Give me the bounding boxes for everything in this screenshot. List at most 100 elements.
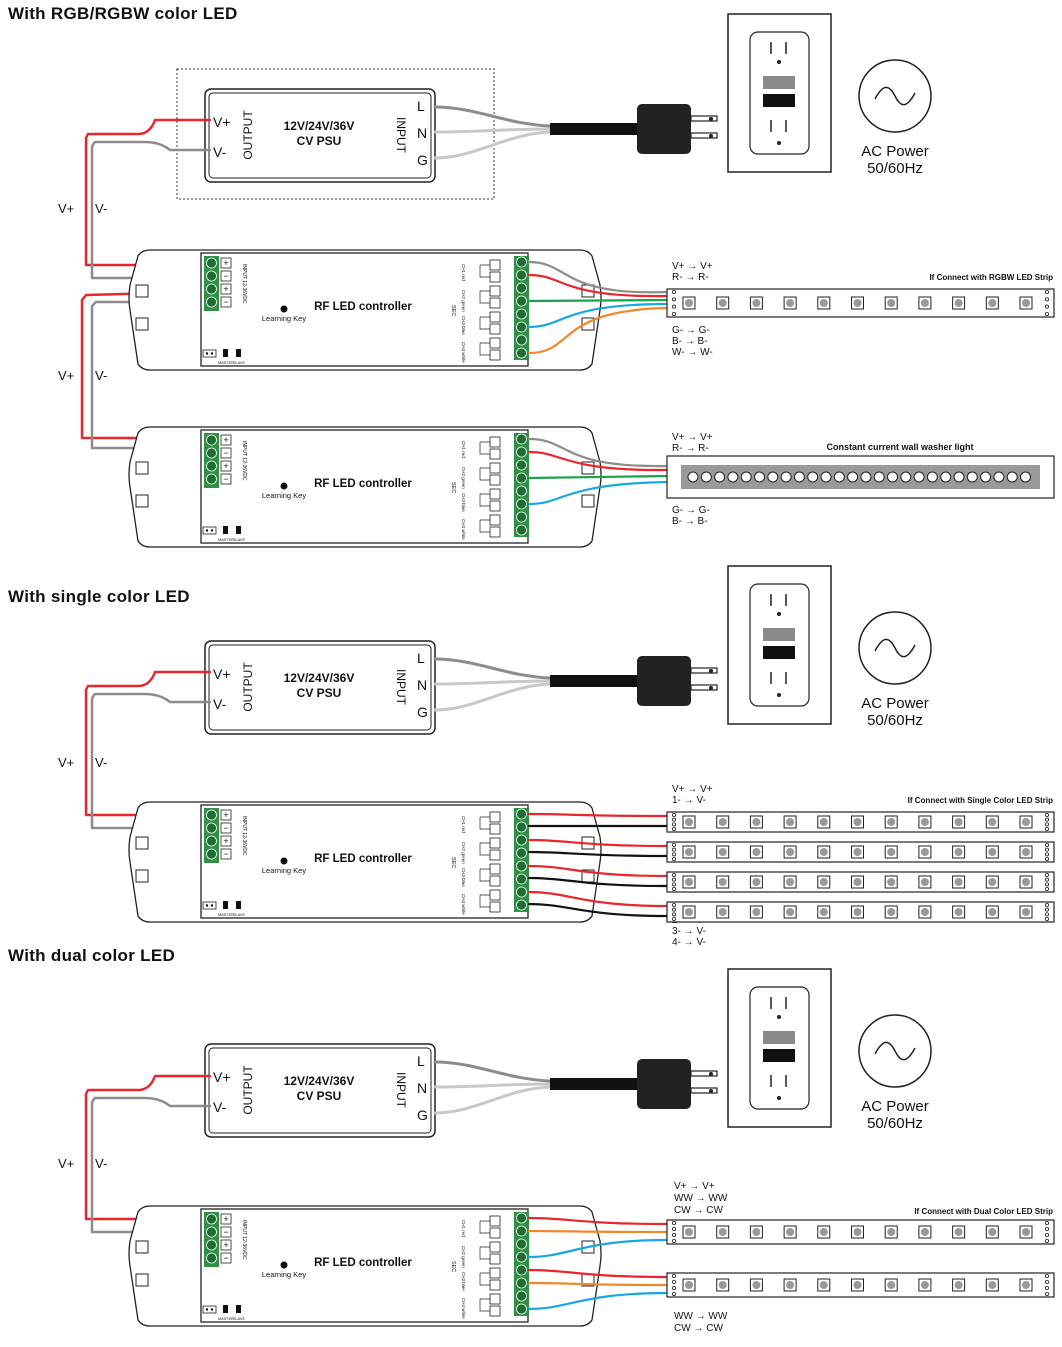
terminal-screw — [516, 1264, 527, 1276]
output-terminal — [514, 808, 529, 912]
input-label: INPUT 12-36VDC — [241, 1220, 247, 1260]
led-chip-core — [1022, 908, 1030, 916]
channel-port — [489, 849, 501, 861]
strip-pad — [1045, 822, 1050, 827]
wire — [80, 290, 202, 440]
outlet-face — [749, 986, 810, 1110]
led-chip-core — [954, 1281, 963, 1289]
strip-pad — [672, 1239, 677, 1244]
terminal-port — [220, 1213, 232, 1225]
outlet-reset-button — [763, 94, 795, 107]
bus-wires-dual: V+V- — [58, 1074, 212, 1234]
plug-body — [637, 104, 691, 154]
led-chip-core — [718, 818, 727, 826]
wire — [527, 450, 670, 472]
channel-port — [489, 488, 501, 500]
wire — [433, 679, 552, 686]
channel-label: CH3 blue — [461, 1272, 466, 1291]
terminal-port — [220, 1239, 232, 1251]
wire — [433, 130, 552, 160]
rgbw-strip-title: If Connect with RGBW LED Strip — [929, 273, 1053, 282]
terminal-port — [220, 296, 232, 308]
led-chip-core — [685, 848, 693, 856]
led-chip-core — [1022, 299, 1030, 307]
wire — [527, 306, 670, 355]
plug-prong — [690, 1070, 718, 1077]
strip-pad — [1045, 813, 1050, 818]
terminal-port — [220, 1226, 232, 1238]
psu-output-label: OUTPUT — [241, 110, 255, 160]
terminal-screw — [516, 821, 527, 833]
psu-voltage-label: 12V/24V/36V — [284, 1074, 355, 1088]
channel-trace — [479, 868, 490, 882]
bus-vminus-label: V- — [95, 755, 107, 770]
strip-pad — [1045, 907, 1050, 912]
psu-vplus-label: V+ — [213, 1069, 231, 1085]
polarity-mark: − — [223, 297, 228, 307]
led-chip-core — [819, 908, 828, 916]
wire-mapping-label: WW → WW — [674, 1311, 728, 1322]
plug-pin — [709, 1072, 713, 1076]
washer-led — [993, 471, 1005, 483]
bus-wires-rgb: V+V-V+V- — [58, 118, 212, 450]
strip-pad — [672, 1233, 677, 1238]
terminal-screw — [516, 1251, 527, 1263]
led-chip-core — [786, 818, 795, 826]
led-chip-core — [718, 1228, 727, 1236]
led-chip-core — [819, 1281, 828, 1289]
strip-pad — [1045, 887, 1050, 892]
led-chip-core — [752, 818, 761, 826]
led-chip-core — [819, 878, 828, 886]
sec-label: SEC — [450, 482, 456, 493]
channel-port — [489, 311, 501, 323]
channel-port — [489, 323, 501, 335]
led-chip-core — [786, 1281, 795, 1289]
channel-trace — [479, 316, 490, 330]
washer-led — [900, 471, 912, 483]
psu-outer — [204, 1043, 436, 1138]
learning-key-label: Learning Key — [262, 866, 306, 875]
bus-vminus-label: V- — [95, 201, 107, 216]
wire — [527, 260, 670, 294]
power-cord — [550, 123, 640, 135]
led-strip-single-3 — [666, 871, 1055, 893]
wire — [527, 812, 670, 818]
wire-mapping-label: V+ → V+ — [674, 1181, 715, 1192]
channel-trace — [479, 519, 490, 533]
washer-led — [980, 471, 992, 483]
learning-key-button — [280, 482, 288, 490]
terminal-screw — [516, 1277, 527, 1289]
wire-mapping-label: R- → R- — [672, 443, 709, 454]
washer-led — [833, 471, 845, 483]
led-chip-core — [786, 1228, 795, 1236]
wire-mapping-label: CW → CW — [674, 1205, 723, 1216]
terminal-screw — [516, 334, 527, 346]
wire-mapping-label: 1- → V- — [672, 795, 706, 806]
strip-pad — [672, 917, 677, 922]
learning-key-button — [280, 857, 288, 865]
washer-led — [820, 471, 832, 483]
psu-input-label: INPUT — [394, 1072, 408, 1109]
channel-label: CH4 white — [461, 1298, 466, 1319]
washer-led — [860, 471, 872, 483]
bus-vminus-label: V- — [95, 368, 107, 383]
terminal-screw — [516, 860, 527, 872]
controller-name: RF LED controller — [314, 478, 412, 490]
polarity-mark: − — [223, 448, 228, 458]
wire-mapping-label: R- → R- — [672, 272, 709, 283]
strip-pad — [1045, 1286, 1050, 1291]
strip-pad — [1045, 1280, 1050, 1285]
plug-prong — [690, 132, 718, 139]
channel-port — [489, 1267, 501, 1279]
channel-label: CH3 blue — [461, 868, 466, 887]
mount-hole — [135, 494, 149, 508]
led-strip-single-4 — [666, 901, 1055, 923]
wall-washer-rgb — [666, 455, 1055, 499]
input-terminal — [204, 433, 219, 488]
led-chip-core — [920, 1228, 929, 1236]
led-chip-core — [887, 908, 896, 916]
terminal-screw — [516, 256, 527, 268]
sine-icon — [874, 638, 916, 658]
led-chip-core — [819, 848, 828, 856]
